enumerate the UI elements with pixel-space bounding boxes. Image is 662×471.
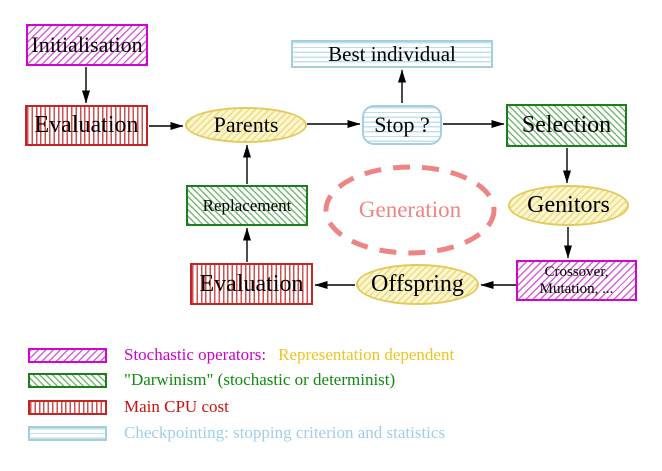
legend-label-stochastic-operators: Stochastic operators: (124, 345, 267, 364)
node-genitors: Genitors (508, 185, 629, 226)
node-selection-label: Selection (521, 112, 612, 138)
node-stop-label: Stop ? (374, 112, 430, 137)
node-selection: Selection (506, 104, 627, 147)
crossover-line2: Mutation, ... (539, 280, 614, 297)
node-crossover-mutation-label: Crossover, Mutation, ... (540, 264, 614, 298)
legend-row-stochastic-operators: Stochastic operators: Representation dep… (28, 345, 455, 364)
node-evaluation-bottom-label: Evaluation (199, 270, 304, 297)
node-evaluation-bottom: Evaluation (190, 263, 313, 305)
legend-label-main-cpu-cost: Main CPU cost (124, 397, 229, 416)
legend-row-checkpointing: Checkpointing: stopping criterion and st… (28, 423, 446, 442)
node-parents-label: Parents (213, 112, 279, 137)
node-initialisation: Initialisation (26, 24, 148, 66)
legend-label-checkpointing: Checkpointing: stopping criterion and st… (124, 423, 446, 442)
node-parents: Parents (185, 107, 307, 143)
node-replacement-label: Replacement (202, 195, 292, 215)
legend-swatch-red-vertical-stripes (28, 399, 107, 415)
crossover-line1: Crossover, (544, 263, 609, 280)
legend-swatch-magenta-diagonal-hatch (28, 347, 107, 363)
node-genitors-label: Genitors (527, 192, 610, 218)
node-crossover-mutation: Crossover, Mutation, ... (516, 260, 637, 301)
legend-row-main-cpu-cost: Main CPU cost (28, 397, 229, 416)
generation-label: Generation (358, 197, 462, 222)
node-initialisation-label: Initialisation (31, 32, 143, 57)
legend-swatch-green-diagonal-hatch (28, 372, 107, 388)
node-stop-test: Stop ? (362, 105, 442, 145)
legend-swatch-cyan-horizontal-stripes (28, 425, 107, 441)
node-evaluation-top-label: Evaluation (34, 112, 139, 138)
node-offspring-label: Offspring (371, 271, 464, 297)
legend-label-darwinism: "Darwinism" (stochastic or determinist) (124, 370, 396, 389)
legend-row-darwinism: "Darwinism" (stochastic or determinist) (28, 370, 396, 389)
node-best-individual: Best individual (291, 40, 493, 68)
node-best-individual-label: Best individual (328, 41, 456, 66)
legend-label-representation-dependent: Representation dependent (278, 345, 455, 364)
node-offspring: Offspring (356, 264, 479, 305)
node-replacement: Replacement (186, 185, 308, 226)
node-evaluation-top: Evaluation (25, 105, 148, 146)
generation-loop-dashed-ellipse (323, 164, 497, 256)
